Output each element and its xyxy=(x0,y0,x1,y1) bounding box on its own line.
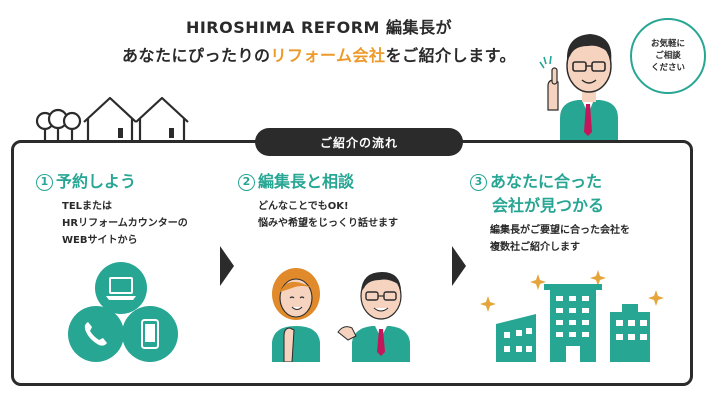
flow-label: ご紹介の流れ xyxy=(255,128,463,156)
step-3-text: 編集長がご要望に合った会社を 複数社ご紹介します xyxy=(490,222,630,256)
arrow-right-icon xyxy=(220,246,234,286)
headline-line1: HIROSHIMA REFORM 編集長が xyxy=(185,18,453,37)
step-3-number: 3 xyxy=(470,174,487,191)
bubble-line: お気軽に xyxy=(650,39,685,49)
step-2-title-text: 編集長と相談 xyxy=(258,172,355,191)
arrow-right-icon xyxy=(452,246,466,286)
smartphone-icon xyxy=(122,306,178,362)
buildings-icon xyxy=(480,270,664,362)
headline-accent: リフォーム会社 xyxy=(270,46,386,65)
bubble-line: ください xyxy=(650,63,685,73)
speech-bubble: お気軽に ご相談 ください xyxy=(630,18,706,94)
step-3-line: 編集長がご要望に合った会社を xyxy=(490,225,630,236)
step-2-line: 悩みや希望をじっくり話せます xyxy=(258,218,398,229)
step-3-line: 複数社ご紹介します xyxy=(490,242,580,253)
step-3-title-text: あなたに合った xyxy=(490,172,603,191)
editor-character-icon xyxy=(539,34,618,140)
step-1-number: 1 xyxy=(36,174,53,191)
laptop-icon xyxy=(95,262,147,314)
headline-prefix: あなたにぴったりの xyxy=(122,46,271,65)
step-1-text: TELまたは HRリフォームカウンターの WEBサイトから xyxy=(62,198,188,249)
step-1-line: HRリフォームカウンターの xyxy=(62,218,188,229)
step-1-line: TELまたは xyxy=(62,201,113,212)
step-2-line: どんなことでもOK! xyxy=(258,201,349,212)
consultation-characters-icon xyxy=(272,268,410,362)
phone-icon xyxy=(68,306,124,362)
step-2-text: どんなことでもOK! 悩みや希望をじっくり話せます xyxy=(258,198,398,232)
headline-suffix: をご紹介します。 xyxy=(385,46,516,65)
step-1-title-text: 予約しよう xyxy=(56,172,137,191)
houses-icon xyxy=(35,96,189,144)
step-2-number: 2 xyxy=(238,174,255,191)
step-3-title-line2: 会社が見つかる xyxy=(492,196,605,215)
headline-line2: あなたにぴったりのリフォーム会社をご紹介します。 xyxy=(0,42,678,66)
step-1-line: WEBサイトから xyxy=(62,235,138,246)
bubble-line: ご相談 xyxy=(655,51,681,61)
